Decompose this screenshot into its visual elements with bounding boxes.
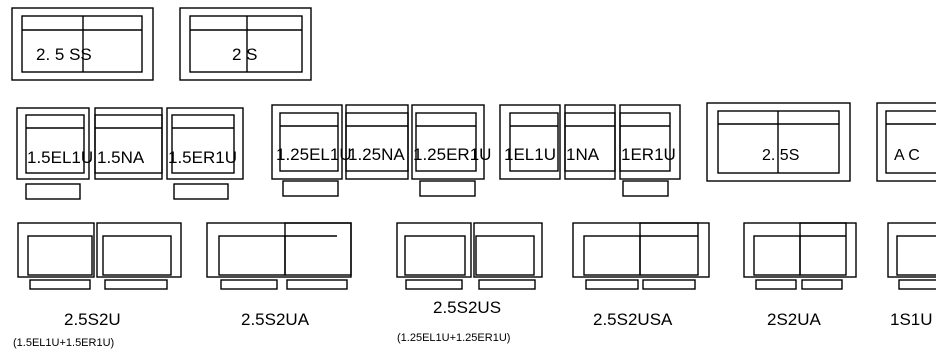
top-label-2-5ss: 2. 5 SS bbox=[36, 45, 92, 64]
sofa-mid-2-5s: 2. 5S bbox=[706, 102, 851, 182]
mid-label-2-5s: 2. 5S bbox=[762, 147, 799, 164]
sofa-top-2s: 2 S bbox=[179, 7, 312, 81]
combo-name-2-5s2u: 2.5S2U bbox=[64, 310, 121, 329]
module-label-1-5el1u: 1.5EL1U bbox=[27, 148, 93, 167]
module-label-1-25el1u: 1.25EL1U bbox=[276, 145, 352, 164]
sofa-mid-ac: A C bbox=[876, 102, 936, 182]
module-group-1-25: 1.25EL1U 1.25NA 1.25ER1U bbox=[271, 104, 491, 197]
combo-2-5s2usa bbox=[572, 222, 710, 290]
module-label-1-5na: 1.5NA bbox=[97, 148, 145, 167]
module-label-1el1u: 1EL1U bbox=[504, 145, 556, 164]
combo-2-5s2ua bbox=[206, 222, 352, 290]
combo-sub-2-5s2us: (1.25EL1U+1.25ER1U) bbox=[397, 332, 510, 344]
top-label-2s: 2 S bbox=[232, 45, 258, 64]
combo-name-2-5s2us: 2.5S2US bbox=[433, 298, 501, 317]
combo-2s2ua bbox=[743, 222, 857, 290]
combo-name-2-5s2ua: 2.5S2UA bbox=[241, 310, 310, 329]
combo-name-1s1u: 1S1U bbox=[890, 310, 933, 329]
module-label-1na: 1NA bbox=[566, 145, 600, 164]
module-label-1-25er1u: 1.25ER1U bbox=[413, 145, 491, 164]
combo-sub-2-5s2u: (1.5EL1U+1.5ER1U) bbox=[13, 337, 114, 349]
combo-2-5s2us bbox=[396, 222, 543, 290]
combo-name-2-5s2usa: 2.5S2USA bbox=[593, 310, 673, 329]
mid-label-ac: A C bbox=[894, 147, 920, 164]
sofa-top-2-5ss: 2. 5 SS bbox=[11, 7, 154, 81]
module-group-1: 1EL1U 1NA 1ER1U bbox=[499, 104, 681, 197]
module-label-1-25na: 1.25NA bbox=[348, 145, 405, 164]
combo-2-5s2u bbox=[17, 222, 182, 290]
module-label-1-5er1u: 1.5ER1U bbox=[168, 148, 237, 167]
module-label-1er1u: 1ER1U bbox=[621, 145, 676, 164]
combo-name-2s2ua: 2S2UA bbox=[767, 310, 822, 329]
module-group-1-5: 1.5EL1U 1.5NA 1.5ER1U bbox=[16, 107, 244, 200]
combo-1s1u bbox=[887, 222, 936, 290]
